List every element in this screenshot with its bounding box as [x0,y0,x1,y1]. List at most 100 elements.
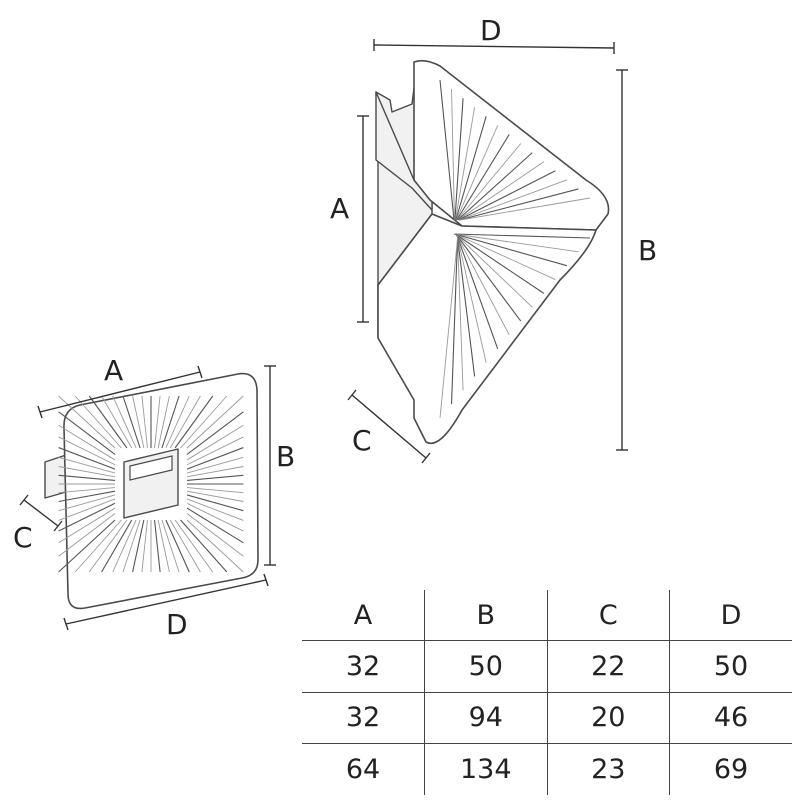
front-rib-line [169,519,201,573]
table-cell: 69 [669,743,792,795]
side-rib-line [459,188,579,221]
table-cell: 32 [302,692,425,745]
front-rib-line [169,395,201,449]
table-cell: 134 [424,743,547,795]
front-rib-line [132,519,145,573]
dimension-table: A B C D 32 50 22 50 32 94 20 46 64 134 2… [302,590,792,795]
side-upper-wing [413,59,610,231]
table-row: 32 50 22 50 [302,640,792,693]
front-rib-line [186,447,244,470]
front-rib-line [58,474,116,482]
side-ribs [439,79,591,419]
side-rib-line [455,125,499,221]
side-view: D A B C [330,14,657,464]
front-rib-line [132,395,145,449]
table-header-b: B [424,590,547,641]
side-rib-line [456,134,510,221]
front-hole-inner [129,455,173,481]
front-rib-line [122,395,141,449]
front-rib-line [58,490,116,503]
table-cell: 50 [669,640,792,693]
front-dim-c-tick-end [53,520,63,532]
front-rib-line [157,519,170,573]
front-rib-line [186,502,244,532]
side-rib-line [458,170,556,221]
side-rib-line [454,107,476,221]
front-rib-line [186,411,244,455]
front-rib-line [153,519,161,573]
front-dim-b-label: B [276,440,295,473]
table-cell: 20 [546,692,670,745]
side-rib-line [455,233,533,308]
side-dim-c-line [351,394,427,459]
front-rib-line [58,494,116,512]
front-rib-line [186,490,244,502]
front-rib-line [186,487,244,494]
side-rib-line [451,89,455,221]
side-rib-line [459,197,591,221]
front-rib-line [112,395,137,449]
table-row: 32 94 20 46 [302,692,792,745]
front-rib-line [58,436,116,466]
side-rib-line [454,233,545,294]
table-cell: 23 [546,743,670,795]
front-rib-line [58,487,116,494]
front-rib-line [186,498,244,521]
side-rib-line [458,179,568,221]
front-stem [44,454,67,499]
front-rib-line [74,519,122,573]
side-rib-line [456,233,487,363]
side-rib-line [454,233,579,253]
front-dim-a-tick-end [197,365,203,379]
front-rib-line [165,395,190,449]
side-rib-line [453,233,591,239]
table-header-c: C [546,590,670,641]
front-rib-line [58,456,116,474]
side-dim-d-label: D [480,14,502,47]
front-rib-line [58,498,116,521]
front-rib-line [157,395,170,449]
table-cell: 32 [302,640,425,693]
front-rib-line [186,474,244,482]
front-rib-line [186,466,244,478]
side-rib-line [455,233,510,336]
front-rib-line [161,395,180,449]
front-dim-a-line [39,371,201,413]
side-rib-line [454,233,568,267]
front-rib-line [161,519,180,573]
front-rib-line [58,424,116,461]
front-dim-a-label: A [104,354,123,387]
side-rib-line [455,233,499,349]
side-rib-line [457,152,533,221]
front-rib-line [186,519,244,573]
side-rib-line [454,233,556,280]
front-rib-line [174,395,214,449]
side-rib-line [456,233,476,377]
front-dim-a-tick-start [37,405,43,419]
side-dim-c-tick-end [421,452,431,464]
side-dim-c-tick-start [347,389,357,401]
front-dim-c-label: C [13,521,33,554]
side-rib-line [456,233,464,391]
side-rib-line [455,116,487,221]
front-rib-line [180,395,228,449]
front-dim-d-tick-start [63,617,69,631]
front-rib-line [186,456,244,474]
front-rib-line [180,519,228,573]
front-dim-d-tick-end [263,573,269,587]
front-rib-line [141,395,148,449]
front-dim-c-line [23,499,59,527]
front-rib-line [58,519,116,573]
front-rib-line [186,513,244,557]
front-dim-d-line [65,579,267,625]
front-rib-line [58,502,116,532]
front-view: A B C D [13,354,295,641]
table-cell: 46 [669,692,792,745]
side-dim-c-label: C [352,424,372,457]
front-rib-line [186,507,244,544]
front-rib-line [165,519,190,573]
side-rib-line [439,79,455,221]
front-rib-line [141,519,148,573]
side-dim-b-label: B [638,234,657,267]
